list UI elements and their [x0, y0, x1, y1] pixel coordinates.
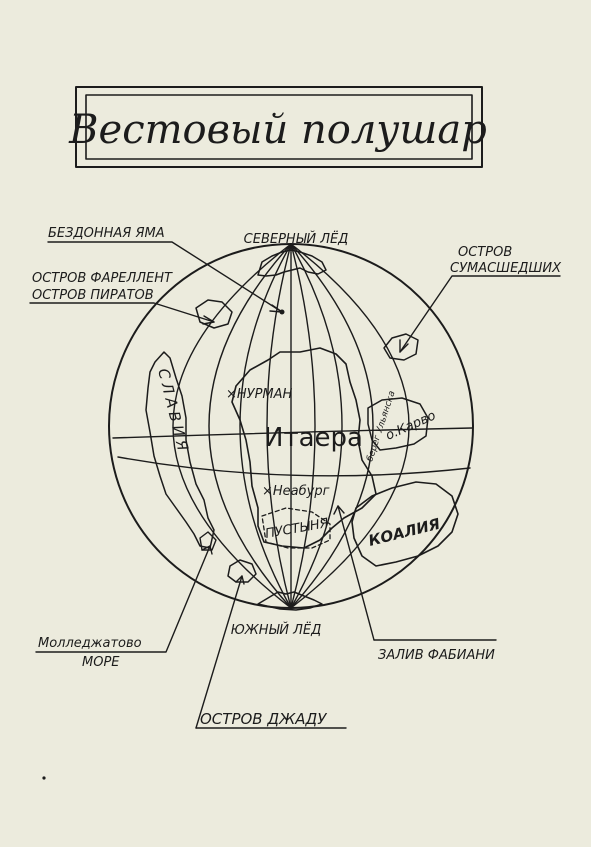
map-title: Вестовый полушар [68, 107, 487, 153]
label-itaera: Итаера [264, 423, 363, 453]
label-fabiani-bay: ЗАЛИВ ФАБИАНИ [378, 648, 495, 663]
label-sea-name: Молледжатово [38, 636, 142, 651]
south-ice-cap [257, 591, 323, 611]
label-sea: МОРЕ [82, 655, 120, 670]
small-island [199, 531, 217, 551]
karvo-island [367, 397, 429, 451]
madmen-island [383, 333, 419, 361]
north-ice-cap [257, 249, 327, 277]
itaera-continent [231, 347, 377, 549]
ink-dot [42, 776, 46, 780]
koaliya-continent [351, 481, 459, 567]
title-frame [75, 86, 483, 168]
label-bottomless-pit: БЕЗДОННАЯ ЯМА [48, 226, 165, 241]
desert-area [261, 507, 331, 549]
label-madmen: СУМАСШЕДШИХ [450, 261, 562, 276]
farellent-island [195, 299, 233, 329]
label-karvo: о.Карво [384, 408, 439, 443]
label-jadu-island: ОСТРОВ ДЖАДУ [200, 710, 327, 728]
label-island: ОСТРОВ [458, 245, 512, 260]
leader-lines [29, 241, 561, 729]
label-farellent: ОСТРОВ ФАРЕЛЛЕНТ [32, 271, 173, 286]
label-neaburg: ×Неабург [262, 484, 330, 499]
label-nurman: ×НУРМАН [226, 387, 293, 402]
label-south-ice: ЮЖНЫЙ ЛЁД [231, 622, 321, 638]
globe [108, 243, 474, 609]
label-pirates: ОСТРОВ ПИРАТОВ [32, 288, 154, 303]
jadu-island [227, 559, 257, 583]
label-north-ice: СЕВЕРНЫЙ ЛЁД [244, 231, 349, 247]
label-slavia: СЛАВИЯ [154, 367, 193, 457]
